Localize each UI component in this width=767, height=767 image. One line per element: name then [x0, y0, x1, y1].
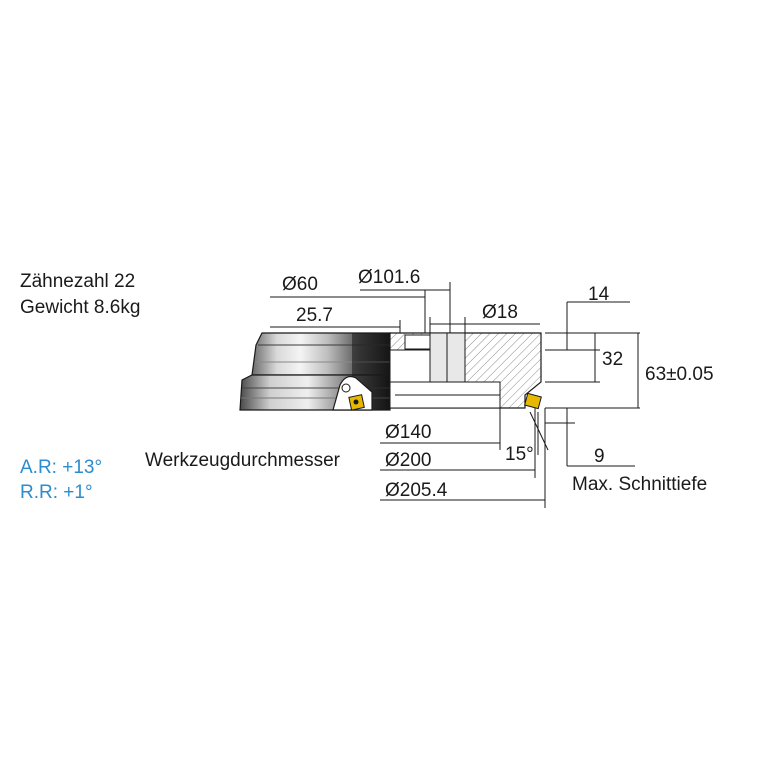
dim-angle-15: 15° — [505, 444, 534, 465]
cutting-insert-left — [348, 394, 365, 411]
dim-25-7: 25.7 — [296, 305, 333, 326]
cutting-insert-right — [524, 392, 542, 410]
dimension-lines — [270, 282, 640, 508]
teeth-count-label: Zähnezahl 22 — [20, 271, 135, 292]
weight-label: Gewicht 8.6kg — [20, 297, 140, 318]
caption-labels: Werkzeugdurchmesser Max. Schnittiefe — [145, 450, 707, 495]
dim-d200: Ø200 — [385, 450, 431, 471]
dim-h32: 32 — [602, 349, 623, 370]
axial-rake-label: A.R: +13° — [20, 457, 102, 478]
dim-d140: Ø140 — [385, 422, 431, 443]
dimension-labels: Ø60 Ø101.6 25.7 Ø18 14 32 63±0.05 Ø140 1… — [282, 267, 714, 501]
cutter-section-view — [389, 332, 542, 410]
dim-d60: Ø60 — [282, 274, 318, 295]
dim-d101-6: Ø101.6 — [358, 267, 420, 288]
spec-labels: Zähnezahl 22 Gewicht 8.6kg A.R: +13° R.R… — [20, 271, 140, 503]
tool-diameter-caption: Werkzeugdurchmesser — [145, 450, 341, 471]
dim-h14: 14 — [588, 284, 610, 305]
max-depth-caption: Max. Schnittiefe — [572, 474, 707, 495]
dim-d205-4: Ø205.4 — [385, 480, 448, 501]
dim-d18: Ø18 — [482, 302, 518, 323]
cutter-exterior-view — [239, 332, 391, 411]
radial-rake-label: R.R: +1° — [20, 482, 93, 503]
dim-h63: 63±0.05 — [645, 364, 714, 385]
dim-depth9: 9 — [594, 446, 605, 467]
